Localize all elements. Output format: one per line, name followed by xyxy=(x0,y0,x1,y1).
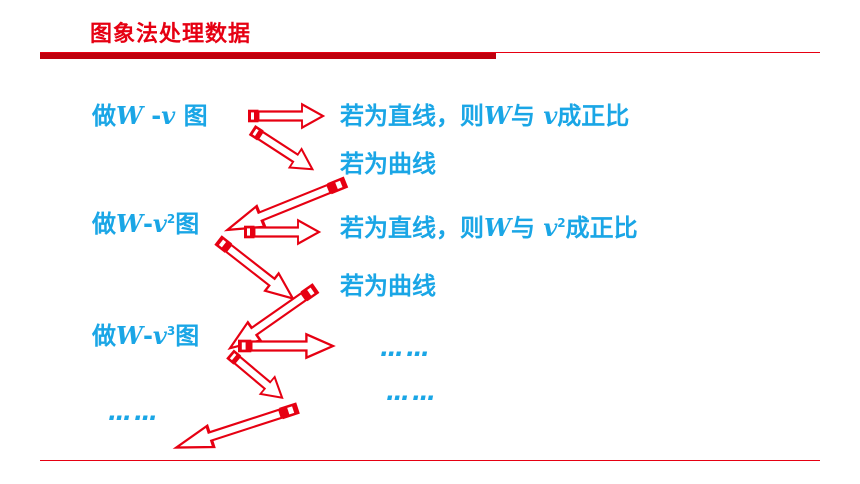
result-curve-2: 若为曲线 xyxy=(340,272,436,300)
dash: - xyxy=(142,322,153,350)
ellipsis-right-1: …… xyxy=(380,334,432,362)
var-v: v xyxy=(161,101,176,130)
result-curve-1: 若为曲线 xyxy=(340,150,436,178)
arrow-diag-down-left-3 xyxy=(171,395,303,460)
var-v: v xyxy=(152,321,167,350)
arrow-diag-down-right-2 xyxy=(210,230,301,309)
var-w: W xyxy=(116,321,143,350)
result-post: 成正比 xyxy=(557,102,630,130)
var-w: W xyxy=(116,101,143,130)
step-w-v2-graph: 做W-v2图 xyxy=(92,209,200,238)
dash: - xyxy=(142,102,162,130)
footer-divider xyxy=(40,460,820,461)
var-w: W xyxy=(116,209,143,238)
result-post: 成正比 xyxy=(565,214,638,242)
exponent: 3 xyxy=(166,324,176,338)
var-v: v xyxy=(543,101,558,130)
step-label: 做 xyxy=(92,210,116,238)
arrow-diag-down-right-3 xyxy=(221,344,291,408)
result-mid: 与 xyxy=(510,214,544,242)
result-linear-v2: 若为直线，则W与 v2成正比 xyxy=(340,213,638,242)
exponent: 2 xyxy=(166,212,176,226)
step-label: 做 xyxy=(92,322,116,350)
result-mid: 与 xyxy=(510,102,544,130)
arrow-right-1 xyxy=(246,103,325,129)
step-label: 做 xyxy=(92,102,116,130)
title-accent-bar xyxy=(40,53,496,59)
step-w-v3-graph: 做W-v3图 xyxy=(92,321,200,350)
step-w-v-graph: 做W -v 图 xyxy=(92,101,208,130)
page-title: 图象法处理数据 xyxy=(90,22,252,47)
ellipsis-left: …… xyxy=(108,398,160,426)
graph-label: 图 xyxy=(175,210,200,238)
var-v: v xyxy=(152,209,167,238)
graph-label: 图 xyxy=(175,102,208,130)
arrow-diag-down-right-1 xyxy=(244,119,320,180)
var-w: W xyxy=(484,101,511,130)
title-divider xyxy=(40,52,820,53)
ellipsis-right-2: …… xyxy=(386,378,438,406)
graph-label: 图 xyxy=(175,322,200,350)
var-v: v xyxy=(543,213,558,242)
dash: - xyxy=(142,210,153,238)
var-w: W xyxy=(484,213,511,242)
result-pre: 若为直线，则 xyxy=(340,214,484,242)
result-pre: 若为直线，则 xyxy=(340,102,484,130)
result-linear-v: 若为直线，则W与 v成正比 xyxy=(340,101,630,130)
exponent: 2 xyxy=(557,216,566,230)
